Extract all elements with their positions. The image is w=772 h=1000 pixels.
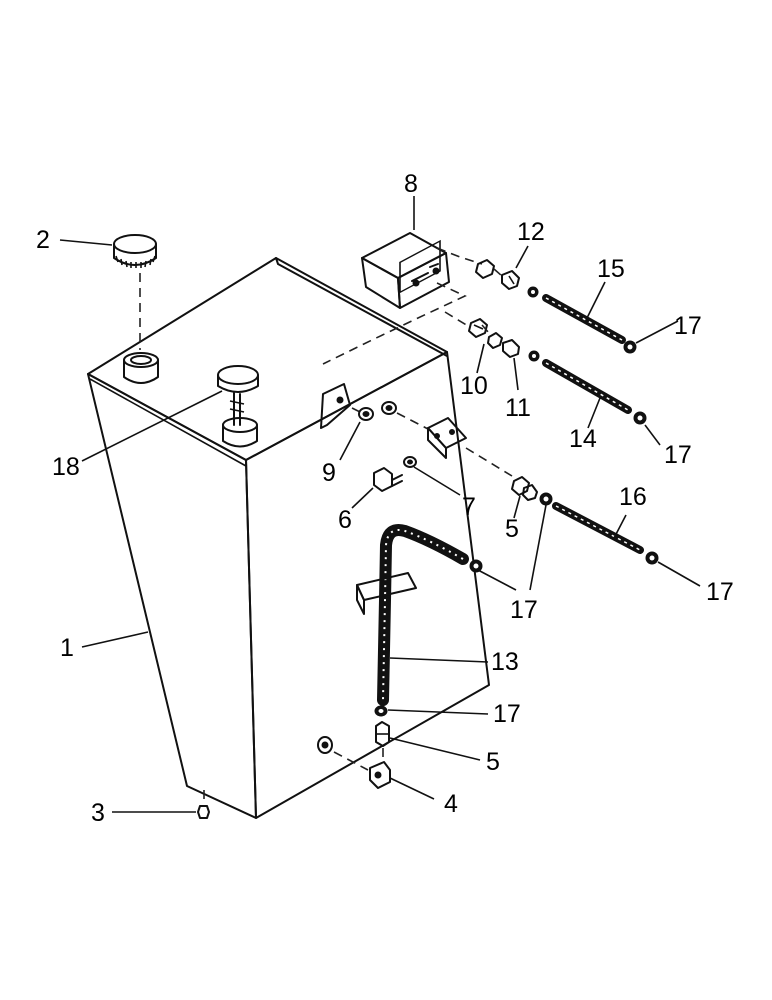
lock-washer-icon [403, 456, 417, 468]
fitting-icon [468, 318, 488, 338]
callout-17-e: 17 [493, 700, 521, 728]
callout-5-lower: 5 [486, 748, 500, 776]
callout-13: 13 [491, 648, 519, 676]
callout-12: 12 [517, 218, 545, 246]
callout-3: 3 [91, 799, 105, 827]
bolt-icon [373, 467, 403, 492]
fuel-filter-icon [361, 232, 450, 309]
callout-17-c: 17 [706, 578, 734, 606]
callout-16: 16 [619, 483, 647, 511]
fuel-hose-icon [377, 524, 469, 706]
hose-clamp-icon [527, 286, 540, 362]
filler-cap-icon [113, 234, 157, 268]
fuel-hose-icon [542, 294, 626, 344]
callout-10: 10 [460, 372, 488, 400]
callout-14: 14 [569, 425, 597, 453]
elbow-fitting-icon [369, 761, 391, 789]
sender-unit-icon [217, 365, 259, 426]
straight-fitting-icon [375, 721, 390, 747]
callout-7: 7 [462, 493, 476, 521]
straight-fitting-icon [511, 476, 538, 501]
angle-bracket-icon [427, 417, 467, 459]
fuel-tank-icon [87, 257, 490, 819]
mounting-bracket-icon [320, 383, 351, 429]
fuel-hose-icon [552, 502, 644, 554]
hose-bracket-icon [356, 572, 417, 615]
callout-4: 4 [444, 790, 458, 818]
callout-8: 8 [404, 170, 418, 198]
callout-2: 2 [36, 226, 50, 254]
callout-18: 18 [52, 453, 80, 481]
washer-icon [381, 401, 397, 415]
drain-plug-icon [197, 805, 210, 819]
callout-17-a: 17 [674, 312, 702, 340]
callout-1: 1 [60, 634, 74, 662]
fuel-hose-icon [542, 359, 632, 414]
callout-15: 15 [597, 255, 625, 283]
adapter-icon [487, 332, 520, 358]
callout-11: 11 [505, 394, 531, 422]
nut-icon [358, 407, 374, 421]
callout-17-b: 17 [664, 441, 692, 469]
hose-barb-icon [475, 259, 520, 290]
filler-neck-icon [123, 352, 159, 384]
callout-labels: 1 2 3 4 5 5 6 7 8 9 10 11 12 13 14 15 16… [36, 170, 734, 827]
callout-17-d: 17 [510, 596, 538, 624]
callout-5-upper: 5 [505, 515, 519, 543]
hose-clamp-icon [374, 340, 659, 717]
tank-outlet-icon [317, 736, 333, 754]
callout-6: 6 [338, 506, 352, 534]
callout-9: 9 [322, 459, 336, 487]
leader-lines [59, 196, 701, 813]
